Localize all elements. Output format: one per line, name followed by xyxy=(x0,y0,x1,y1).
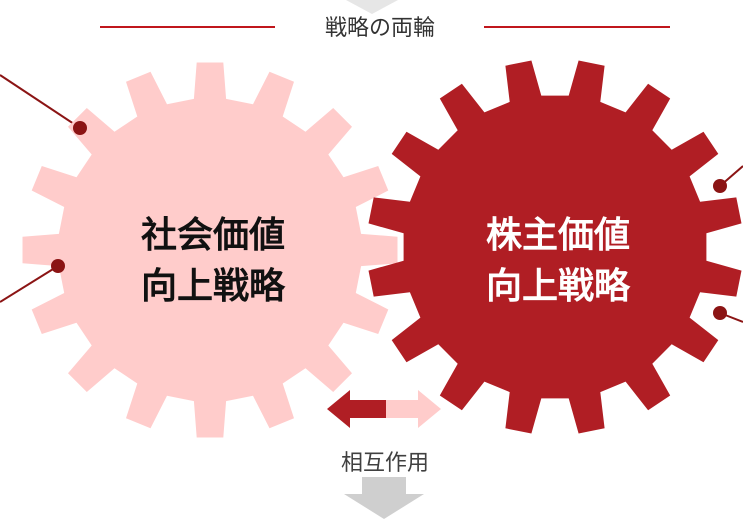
down-arrow xyxy=(344,477,424,519)
left-gear-line2: 向上戦略 xyxy=(141,266,286,307)
top-arrow-tip xyxy=(346,0,398,14)
dot-right-upper xyxy=(713,179,727,193)
right-gear xyxy=(368,60,742,434)
interaction-arrow xyxy=(327,390,441,428)
connector-left-lower xyxy=(0,265,59,303)
dot-left-lower xyxy=(51,259,65,273)
left-gear xyxy=(22,62,398,438)
interaction-label: 相互作用 xyxy=(341,451,429,476)
interaction-arrow-left-half xyxy=(327,390,386,428)
connector-left-upper xyxy=(0,74,81,129)
diagram-title: 戦略の両輪 xyxy=(325,16,435,41)
left-gear-line1: 社会価値 xyxy=(141,215,285,256)
interaction-arrow-right-half xyxy=(386,390,441,428)
right-gear-line1: 株主価値 xyxy=(486,215,630,256)
left-connectors xyxy=(0,74,81,303)
dot-left-upper xyxy=(73,121,87,135)
dot-right-lower xyxy=(713,306,727,320)
right-gear-line2: 向上戦略 xyxy=(486,266,631,307)
